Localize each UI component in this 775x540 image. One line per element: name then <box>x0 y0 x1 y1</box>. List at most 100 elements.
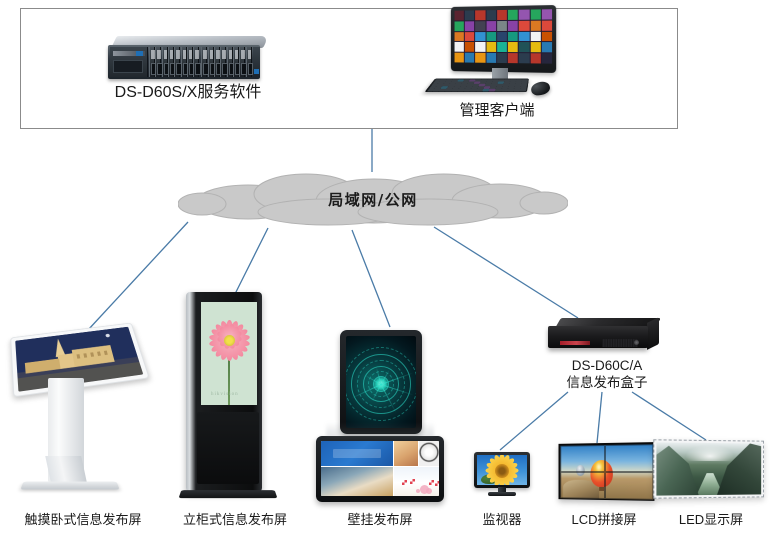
metro-tile <box>497 9 507 20</box>
link-cloud-wallmount <box>351 229 391 328</box>
metro-tile <box>464 52 475 63</box>
label-lcd-video-wall: LCD拼接屏 <box>571 512 637 527</box>
label-client: 管理客户端 <box>459 102 535 119</box>
metro-tile <box>507 53 519 64</box>
server-drive-bay <box>214 47 222 77</box>
metro-tile <box>475 42 486 53</box>
metro-tile <box>519 42 530 53</box>
link-cloud-standingkiosk <box>231 227 269 301</box>
metro-tile <box>530 42 541 53</box>
signage-graphic <box>434 481 439 487</box>
cloud-icon: 局域网/公网 <box>178 168 568 230</box>
metro-tile <box>464 42 475 52</box>
touch-table-kiosk-icon <box>6 322 154 510</box>
wall-mounted-display-portrait-icon <box>340 330 422 434</box>
signage-graphic <box>415 488 420 493</box>
link-cloud-publishbox <box>433 226 579 319</box>
server-drive-bay <box>180 47 189 77</box>
metro-tile <box>507 42 519 53</box>
server-drive-bay <box>149 47 157 77</box>
keyboard-key <box>513 88 520 92</box>
metro-tile <box>541 31 553 42</box>
link-publishbox-leddisplay <box>631 391 707 441</box>
flower-core <box>223 334 235 346</box>
server-drive-bay <box>232 47 241 77</box>
link-cloud-touchkiosk <box>87 221 189 331</box>
metro-tile <box>475 10 486 21</box>
label-cloud: 局域网/公网 <box>328 190 418 209</box>
all-in-one-pc-icon <box>424 5 560 110</box>
metro-tile <box>519 9 530 20</box>
server-drive-bay <box>186 47 195 77</box>
metro-tile <box>486 31 497 42</box>
metro-tile <box>486 20 497 31</box>
set-top-box-icon <box>548 317 666 358</box>
metro-tile <box>486 42 497 53</box>
metro-tile <box>530 31 541 42</box>
label-server: DS-D60S/X服务软件 <box>114 84 262 101</box>
metro-tile <box>486 53 497 63</box>
lcd-video-wall-icon <box>556 442 655 501</box>
metro-tile <box>454 10 465 21</box>
label-led-display: LED显示屏 <box>678 512 744 527</box>
label-publish-box-line2: 信息发布盒子 <box>566 375 648 390</box>
server-drive-bay <box>220 47 228 77</box>
server-drive-bay <box>201 47 209 77</box>
metro-tile <box>507 20 519 31</box>
metro-tile <box>519 53 530 64</box>
metro-tile <box>530 9 541 20</box>
metro-tile <box>519 31 530 42</box>
server-drive-bay <box>226 47 235 77</box>
metro-tile <box>530 20 541 31</box>
server-drive-bay <box>161 47 170 77</box>
metro-tile <box>541 20 553 31</box>
signage-graphic <box>409 478 415 484</box>
server-drive-bay <box>167 47 176 77</box>
metro-tile <box>475 52 486 63</box>
hud-ring <box>346 346 416 421</box>
metro-tile <box>475 20 486 31</box>
metro-tile <box>541 9 553 20</box>
server-drive-bay <box>239 47 247 77</box>
metro-tile <box>454 31 465 42</box>
server-drive-bay <box>207 47 216 77</box>
metro-tile <box>530 53 541 64</box>
label-standing-kiosk: 立柜式信息发布屏 <box>182 512 287 527</box>
metro-tile <box>497 53 507 64</box>
label-publish-box-line1: DS-D60C/A <box>571 358 643 373</box>
server-drive-bay <box>245 47 254 77</box>
keyboard-key <box>520 88 526 92</box>
signage-graphic <box>425 487 432 494</box>
signage-graphic <box>429 479 435 485</box>
metro-tile <box>464 10 475 21</box>
metro-tile <box>486 10 497 20</box>
server-drive-bay <box>193 47 201 77</box>
server-drive-bay <box>174 47 182 77</box>
metro-tile <box>454 52 465 63</box>
wall-mounted-display-landscape-icon <box>316 422 444 502</box>
signage-graphic <box>420 485 430 495</box>
metro-tile <box>541 53 553 64</box>
metro-tile <box>519 20 530 31</box>
metro-tile <box>454 21 465 31</box>
metro-tile <box>464 31 475 42</box>
metro-tile <box>464 21 475 31</box>
label-touch-kiosk: 触摸卧式信息发布屏 <box>24 512 142 527</box>
metro-tile <box>507 9 519 20</box>
signage-graphic <box>402 479 408 485</box>
led-display-icon <box>653 439 766 499</box>
metro-tile <box>475 31 486 42</box>
link-publishbox-lcdwall <box>596 391 603 444</box>
metro-tile <box>541 42 553 53</box>
metro-tile <box>497 42 507 53</box>
server-drive-bay <box>155 47 163 77</box>
standing-cabinet-display-icon: hikvision <box>178 292 278 507</box>
link-publishbox-monitor <box>499 391 569 451</box>
label-monitor: 监视器 <box>482 512 522 527</box>
label-wall-mount: 壁挂发布屏 <box>347 512 413 527</box>
monitor-icon <box>474 452 530 498</box>
metro-tile <box>454 42 465 52</box>
sunflower-core <box>495 463 509 478</box>
